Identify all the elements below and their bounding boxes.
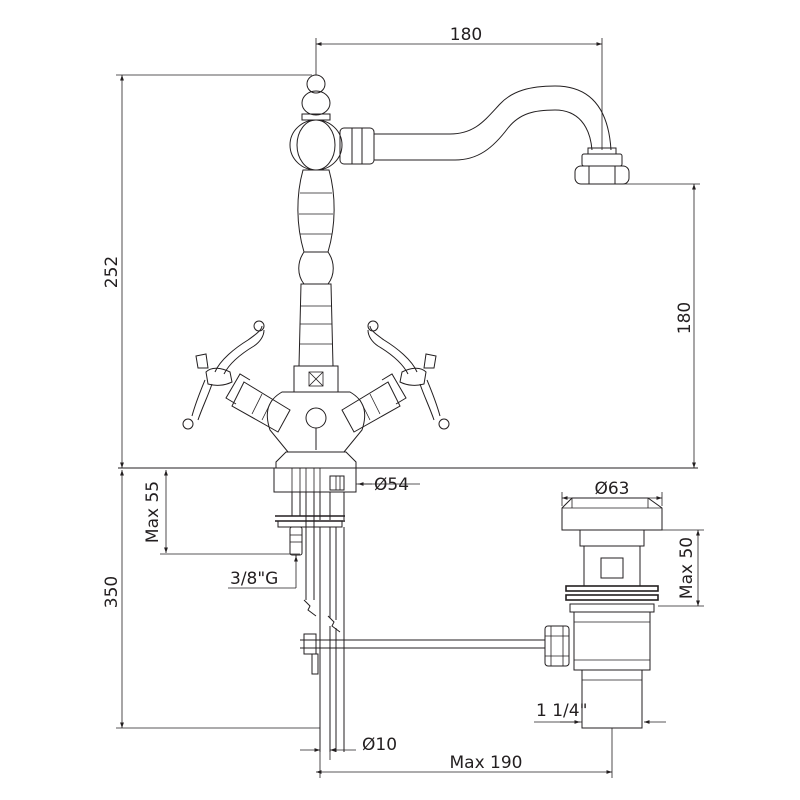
label-total-height: 252 <box>102 256 122 288</box>
finial-ball <box>301 90 331 116</box>
label-spout-reach: 180 <box>450 25 482 45</box>
label-rod-length: Max 190 <box>450 753 523 773</box>
right-handle <box>341 320 450 433</box>
label-max-deck: Max 55 <box>143 481 163 543</box>
swivel-head <box>289 119 343 171</box>
label-rod-diameter: Ø10 <box>362 735 397 755</box>
pop-up-rod <box>300 633 545 675</box>
label-waste-height: Max 50 <box>677 537 697 599</box>
label-tail-length: 350 <box>102 576 122 608</box>
label-waste-thread: 1 1/4" <box>536 701 587 721</box>
base-flange <box>275 451 357 469</box>
dimension-lines <box>116 38 704 778</box>
label-thread-size: 3/8"G <box>230 569 278 589</box>
faucet-body <box>118 74 698 752</box>
spout <box>339 85 630 185</box>
pop-up-waste <box>544 497 663 729</box>
left-handle <box>182 320 291 433</box>
finial-top <box>306 74 326 94</box>
label-spout-height: 180 <box>675 302 695 334</box>
waste-cap <box>561 497 663 531</box>
label-waste-diameter: Ø63 <box>594 479 629 499</box>
column <box>293 169 339 393</box>
label-base-diameter: Ø54 <box>374 475 409 495</box>
under-deck-fixings <box>273 467 357 752</box>
aerator <box>574 165 630 185</box>
waste-tail <box>581 669 643 729</box>
